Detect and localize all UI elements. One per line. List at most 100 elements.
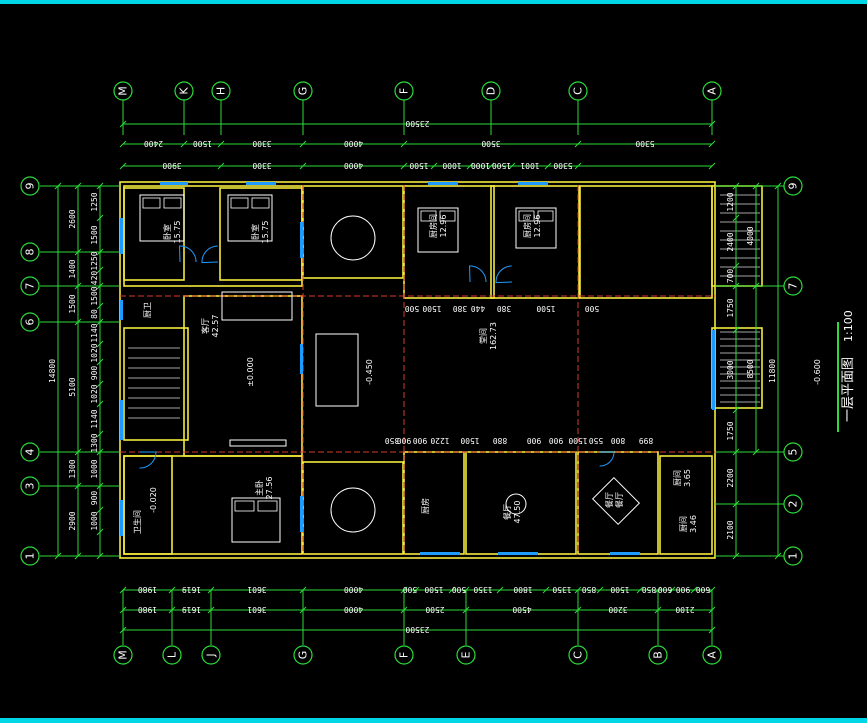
- left-row2-dim-value: 1500: [90, 286, 99, 305]
- axis-right-9-label: 9: [787, 183, 800, 190]
- left-row2-dim-value: 80: [90, 309, 99, 319]
- bottom-row1-dim-tick: [708, 586, 716, 594]
- axis-right-7: [783, 276, 803, 296]
- pillow: [142, 197, 161, 209]
- axis-left-1-label: 1: [24, 553, 37, 560]
- top-row2-dim-value: 1000: [442, 161, 461, 170]
- door-swing: [201, 245, 219, 264]
- bed: [515, 207, 557, 249]
- interior-dim: 899: [639, 436, 654, 445]
- room-area: 3.46: [689, 515, 698, 533]
- room-area: 15.75: [261, 221, 270, 244]
- axis-right-2-label: 2: [787, 501, 800, 508]
- room-name: 卧室: [162, 224, 172, 240]
- bedroom-mid-2: [490, 185, 580, 299]
- room-area: 12.96: [439, 215, 448, 238]
- top-row2-dim-value: 3300: [252, 161, 271, 170]
- bottom-row2-dim-tick: [119, 606, 127, 614]
- left-row2-dim-tick: [96, 506, 104, 514]
- door-swing: [495, 265, 513, 284]
- right-row1-dim-tick: [732, 326, 740, 334]
- axis-bottom-C-label: C: [572, 651, 585, 659]
- top-row2-dim-tick: [708, 162, 716, 170]
- bottom-row2-dim-tick: [400, 606, 408, 614]
- interior-dim: 1220: [430, 436, 449, 445]
- bottom-row1-dim-value: 900: [676, 585, 691, 594]
- bottom-row1-dim-tick: [690, 586, 698, 594]
- bed: [139, 194, 185, 242]
- axis-bottom-B: [648, 645, 668, 665]
- axis-top-H: [211, 81, 231, 101]
- bottom-total-dim-value: 23500: [405, 625, 429, 634]
- top-row2-dim-tick: [299, 162, 307, 170]
- bottom-row1-dim-value: 850: [642, 585, 657, 594]
- window: [428, 182, 458, 185]
- room-name: 厨间: [679, 516, 688, 532]
- bottom-row1-dim-tick: [168, 586, 176, 594]
- tv-cabinet: [229, 439, 287, 447]
- pillow: [163, 197, 182, 209]
- bottom-row1-dim-value: 4000: [344, 585, 363, 594]
- top-frame-bar: [0, 0, 867, 4]
- top-row2-dim-value: 4000: [344, 161, 363, 170]
- axis-left-8-label: 8: [24, 249, 37, 256]
- window: [120, 300, 123, 320]
- top-row1-dim-value: 2400: [144, 139, 163, 148]
- top-total-dim-tick: [119, 120, 127, 128]
- bottom-row1-dim-value: 1350: [552, 585, 571, 594]
- bottom-row1-dim-value: 500: [452, 585, 467, 594]
- right-row1-dim-tick: [732, 182, 740, 190]
- bottom-total-dim-tick: [708, 626, 716, 634]
- left-total-dim-tick: [54, 552, 62, 560]
- title-label: 一层平面图: [841, 357, 856, 422]
- room-name: 厨房间: [428, 214, 438, 238]
- furniture: [139, 194, 641, 543]
- pillow: [420, 210, 437, 222]
- left-row1-dim-value: 2600: [68, 209, 77, 228]
- axis-left-1: [20, 546, 40, 566]
- axis-top-K: [174, 81, 194, 101]
- axis-right-5-label: 5: [787, 449, 800, 456]
- window: [518, 182, 548, 185]
- bed: [227, 194, 273, 242]
- window: [300, 496, 303, 532]
- left-row1-dim-tick: [74, 482, 82, 490]
- window: [160, 182, 188, 185]
- left-row2-dim-value: 1300: [90, 433, 99, 452]
- room-name: 卫生间: [132, 510, 142, 534]
- bottom-row1-dim-value: 1619: [182, 585, 201, 594]
- axis-top-G-label: G: [297, 87, 310, 96]
- room-name: 卧室: [250, 224, 260, 240]
- bottom-row1-dim-tick: [596, 586, 604, 594]
- right-row2-dim-value: 4000: [746, 226, 755, 245]
- bed: [231, 497, 281, 543]
- bed: [417, 207, 459, 253]
- bottom-row2-dim-tick: [168, 606, 176, 614]
- top-row2-dim-value: 1500: [492, 161, 511, 170]
- room-area: 3.65: [683, 469, 692, 487]
- bottom-row1-dim-value: 500: [403, 585, 418, 594]
- axis-top-D: [481, 81, 501, 101]
- bottom-row1-dim-value: 850: [582, 585, 597, 594]
- bottom-row1-dim-tick: [496, 586, 504, 594]
- top-row2-dim-tick: [466, 162, 474, 170]
- left-total-dim-value: 14800: [48, 359, 57, 383]
- scale-label: 1:100: [842, 310, 855, 342]
- right-row1-dim-value: 3000: [726, 360, 735, 379]
- axis-bottom-B-label: B: [652, 651, 665, 659]
- left-row2-dim-value: 420: [90, 271, 99, 286]
- dining-table: [505, 493, 527, 515]
- axis-left-8: [20, 242, 40, 262]
- axis-top-F-label: F: [398, 88, 411, 94]
- left-row2-dim-value: 1000: [90, 511, 99, 530]
- axis-right-7-label: 7: [787, 283, 800, 290]
- top-row2-dim-tick: [217, 162, 225, 170]
- interior-dim: 900: [397, 436, 412, 445]
- window: [120, 400, 123, 440]
- bottom-total-dim-tick: [119, 626, 127, 634]
- interior-dim: 900: [549, 436, 564, 445]
- axis-left-7-label: 7: [24, 283, 37, 290]
- axis-bottom-E: [456, 645, 476, 665]
- interior-dim: 900: [527, 436, 542, 445]
- bathroom: [123, 455, 173, 555]
